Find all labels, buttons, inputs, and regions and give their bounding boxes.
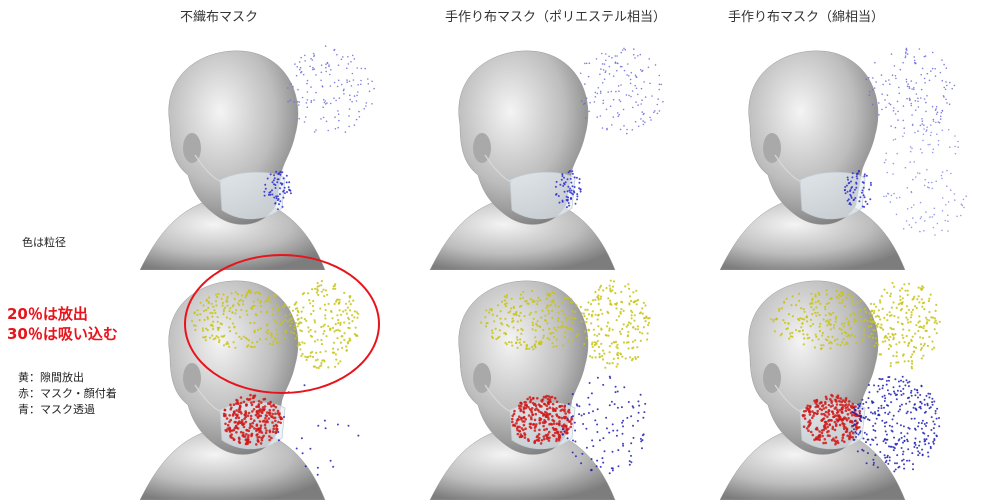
head-model — [430, 51, 615, 270]
panel-polyester-fate — [390, 260, 690, 500]
head-model — [430, 281, 615, 500]
column-title-cotton: 手作り布マスク（綿相当） — [728, 6, 884, 25]
head-model — [720, 51, 905, 270]
head-model — [140, 51, 325, 270]
head-illustration — [680, 260, 980, 500]
particle-cloud-front — [883, 121, 967, 236]
row-label-particle-size: 色は粒径 — [22, 234, 66, 250]
highlight-ellipse — [184, 254, 380, 394]
particle-yellow-right — [869, 282, 941, 370]
head-illustration — [100, 30, 400, 270]
particle-cloud-top — [287, 45, 375, 133]
head-illustration — [680, 30, 980, 270]
panel-polyester-size — [390, 30, 690, 270]
head-illustration — [390, 30, 690, 270]
panel-cotton-fate — [680, 260, 980, 500]
particle-cloud-top — [580, 48, 664, 135]
panel-cotton-size — [680, 30, 980, 270]
column-title-polyester: 手作り布マスク（ポリエステル相当） — [445, 6, 666, 25]
particle-yellow-right — [580, 280, 650, 369]
head-illustration — [390, 260, 690, 500]
particle-cloud-top — [866, 48, 956, 132]
panel-nonwoven-size — [100, 30, 400, 270]
column-title-nonwoven: 不織布マスク — [180, 6, 258, 25]
